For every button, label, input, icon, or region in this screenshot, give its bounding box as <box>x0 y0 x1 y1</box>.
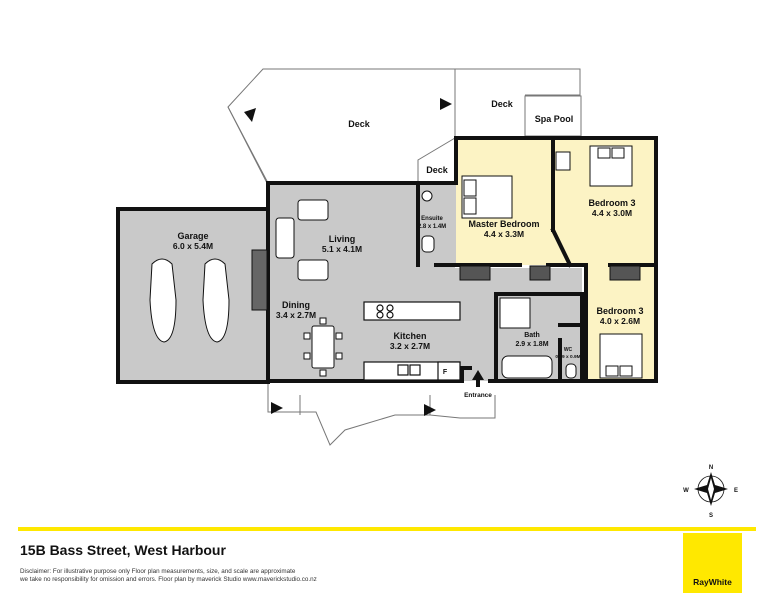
disclaimer: Disclaimer: For illustrative purpose onl… <box>20 568 620 584</box>
sofa-bottom <box>297 259 329 281</box>
garage-dim: 6.0 x 5.4M <box>173 241 213 251</box>
sofa-top <box>297 199 329 221</box>
kitchen-name: Kitchen <box>393 331 426 341</box>
garage-floor <box>118 209 268 381</box>
compass-w: W <box>683 488 689 494</box>
bathtub-icon <box>501 355 553 379</box>
master-name: Master Bedroom <box>468 219 539 229</box>
compass-s: S <box>709 513 713 519</box>
deck-main-label: Deck <box>348 119 371 129</box>
entry-arrows <box>244 98 484 416</box>
car-right-icon <box>202 258 230 343</box>
deck-small-label: Deck <box>426 165 449 175</box>
wc-dim: 0.99 x 0.9M <box>555 354 580 360</box>
deck-arrow-icon <box>244 108 256 122</box>
garage-door-arrow-icon <box>271 402 283 414</box>
disclaimer-line-2: we take no responsibility for omission a… <box>20 576 317 583</box>
room-labels: Garage 6.0 x 5.4M Living 5.1 x 4.1M Dini… <box>173 99 644 399</box>
bedroom-3a-bed-icon <box>589 145 633 187</box>
wc-name: WC <box>564 347 573 353</box>
ensuite-dim: 2.8 x 1.4M <box>418 224 446 230</box>
entrance-label: Entrance <box>464 392 492 399</box>
bedroom-3b-name: Bedroom 3 <box>596 306 643 316</box>
deck-outlines <box>227 68 582 446</box>
dining-door-arrow-icon <box>424 404 436 416</box>
bath-dim: 2.9 x 1.8M <box>515 341 548 348</box>
compass-n: N <box>709 465 713 471</box>
spa-pool-label: Spa Pool <box>535 114 574 124</box>
floor-areas <box>118 138 656 382</box>
compass-e: E <box>734 488 738 494</box>
sofa-left <box>275 217 295 259</box>
fridge-label: F <box>443 369 448 376</box>
disclaimer-line-1: Disclaimer: For illustrative purpose onl… <box>20 568 296 575</box>
bath-name: Bath <box>524 332 540 339</box>
garage-name: Garage <box>177 231 208 241</box>
kitchen-dim: 3.2 x 2.7M <box>390 341 430 351</box>
bedroom-3b-dim: 4.0 x 2.6M <box>600 316 640 326</box>
footer-divider <box>18 527 756 531</box>
bedroom-3a-dim: 4.4 x 3.0M <box>592 208 632 218</box>
raywhite-logo: RayWhite <box>683 533 742 593</box>
ensuite-name: Ensuite <box>421 216 443 222</box>
brand-name: RayWhite <box>693 577 732 587</box>
bedroom-3a-name: Bedroom 3 <box>588 198 635 208</box>
living-name: Living <box>329 234 356 244</box>
dining-table <box>311 325 335 369</box>
living-dim: 5.1 x 4.1M <box>322 244 362 254</box>
deck-arrow-2-icon <box>440 98 452 110</box>
car-left-icon <box>149 258 177 343</box>
deck-top-label: Deck <box>491 99 514 109</box>
shower-icon <box>499 297 531 329</box>
compass: N S E W <box>683 465 738 519</box>
walls <box>116 136 658 384</box>
dining-name: Dining <box>282 300 310 310</box>
property-address: 15B Bass Street, West Harbour <box>20 542 226 558</box>
kitchen-counters <box>363 301 461 381</box>
furniture <box>149 145 643 379</box>
master-dim: 4.4 x 3.3M <box>484 229 524 239</box>
dining-dim: 3.4 x 2.7M <box>276 310 316 320</box>
entrance-arrow-icon <box>472 370 484 380</box>
